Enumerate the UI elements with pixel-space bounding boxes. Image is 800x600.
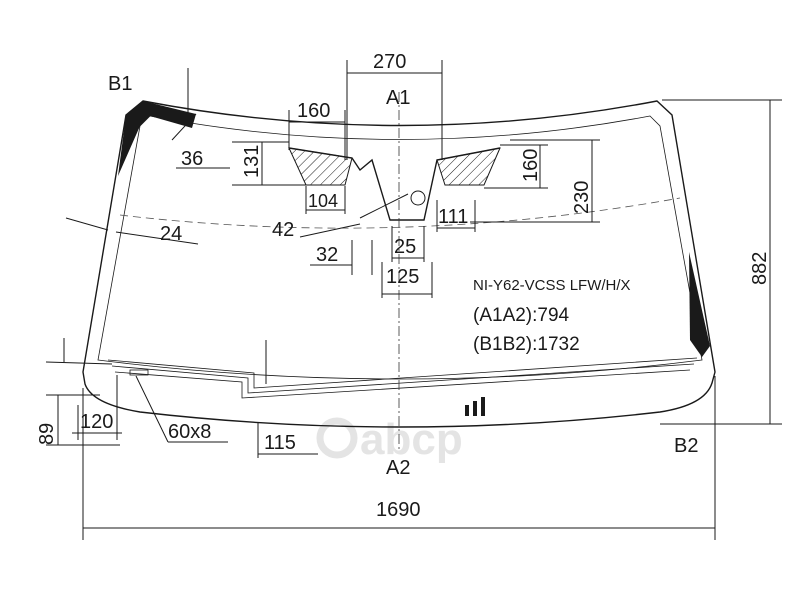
- heater-pad: [129, 369, 149, 376]
- dim-1690: 1690: [376, 499, 421, 521]
- dim-104: 104: [308, 191, 338, 211]
- windshield-outline: [82, 100, 716, 428]
- dim-131: 131: [241, 145, 263, 178]
- dim-25: 25: [394, 236, 416, 258]
- dim-89: 89: [36, 423, 58, 445]
- label-a2: A2: [386, 457, 410, 479]
- lower-line-2: [111, 363, 695, 394]
- shade-band-boundary: [119, 197, 681, 229]
- label-b2: B2: [674, 435, 698, 457]
- dim-230: 230: [571, 181, 593, 214]
- dim-42: 42: [272, 219, 294, 241]
- watermark-text: abcp: [360, 415, 463, 464]
- dim-60x8: 60x8: [168, 421, 211, 443]
- spec-b1b2: (B1B2):1732: [473, 334, 580, 355]
- label-a1: A1: [386, 87, 410, 109]
- sensor-circle: [410, 190, 426, 206]
- dim-24: 24: [160, 223, 182, 245]
- hatched-zone-right: [436, 147, 501, 186]
- hatched-zone-left: [288, 147, 353, 186]
- ceramic-corner-right: [689, 252, 710, 357]
- dim-160-top: 160: [297, 100, 330, 122]
- spec-a1a2: (A1A2):794: [473, 305, 570, 326]
- dim-160-right: 160: [520, 149, 542, 182]
- watermark: abcp: [316, 415, 463, 464]
- dim-120: 120: [80, 411, 113, 433]
- lower-line-3: [107, 357, 698, 389]
- ceramic-corner-left: [118, 101, 196, 176]
- product-code: NI-Y62-VCSS LFW/H/X: [473, 277, 631, 294]
- dim-111: 111: [438, 206, 468, 228]
- lower-line-1: [114, 369, 691, 399]
- dim-32: 32: [316, 244, 338, 266]
- mirror-mount-area: [288, 147, 501, 221]
- dim-125: 125: [386, 266, 419, 288]
- dim-36: 36: [181, 148, 203, 170]
- dim-270: 270: [373, 51, 406, 73]
- windshield-inner-edge: [97, 115, 703, 380]
- label-b1: B1: [108, 73, 132, 95]
- dim-882: 882: [749, 252, 771, 285]
- contact-pads: [465, 397, 485, 416]
- dim-115: 115: [264, 432, 296, 454]
- watermark-logo-icon: [316, 417, 358, 459]
